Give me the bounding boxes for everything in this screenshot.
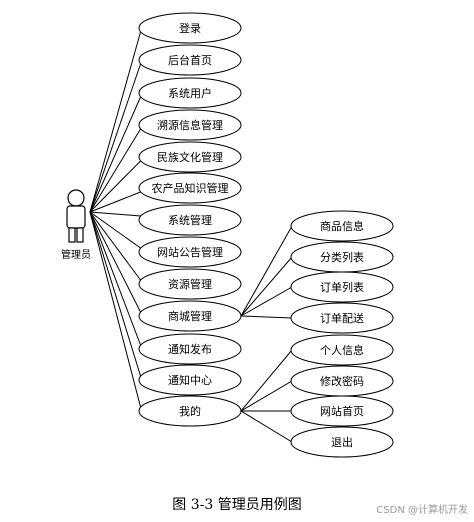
use-case-label: 网站公告管理 [157, 245, 223, 259]
use-case-agri-knowledge: 农产品知识管理 [138, 172, 242, 204]
use-case-personal-info: 个人信息 [290, 334, 394, 366]
use-case-logout: 退出 [290, 426, 394, 458]
use-case-label: 民族文化管理 [157, 150, 223, 164]
use-case-order-list: 订单列表 [290, 271, 394, 303]
association-line [89, 211, 141, 281]
use-case-notice-center: 通知中心 [138, 364, 242, 396]
use-case-system-users: 系统用户 [138, 77, 242, 109]
association-line [89, 160, 141, 213]
use-case-label: 农产品知识管理 [152, 181, 229, 195]
use-case-ellipse [138, 300, 242, 332]
use-case-ellipse [138, 364, 242, 396]
use-case-label: 网站首页 [320, 404, 364, 418]
association-line [89, 191, 141, 213]
use-case-login: 登录 [138, 12, 242, 44]
use-case-label: 资源管理 [168, 277, 212, 291]
use-case-system-management: 系统管理 [138, 204, 242, 236]
use-case-site-home: 网站首页 [290, 395, 394, 427]
association-line [89, 211, 141, 313]
watermark: CSDN @计算机开发 [376, 505, 468, 516]
use-case-ellipse [138, 395, 242, 427]
use-case-resources: 资源管理 [138, 268, 242, 300]
use-case-ellipse [290, 271, 394, 303]
use-case-label: 商城管理 [168, 309, 212, 323]
use-case-ellipse [138, 141, 242, 173]
use-case-label: 修改密码 [320, 374, 364, 388]
use-case-label: 分类列表 [320, 250, 364, 264]
association-line [89, 211, 142, 408]
use-case-label: 我的 [179, 404, 201, 418]
actor-body [66, 205, 86, 229]
include-line [240, 410, 293, 443]
association-line [89, 63, 142, 213]
include-line [240, 380, 293, 412]
use-case-ellipse [290, 302, 394, 334]
use-case-ellipse [290, 426, 394, 458]
use-case-ellipse [290, 334, 394, 366]
actor-left-leg [68, 227, 76, 243]
association-line [89, 211, 142, 377]
use-case-ellipse [138, 268, 242, 300]
use-case-ellipse [138, 333, 242, 365]
use-case-label: 系统用户 [168, 86, 212, 100]
use-case-change-password: 修改密码 [290, 365, 394, 397]
association-line [89, 211, 141, 217]
include-line [240, 256, 293, 317]
association-line [89, 128, 141, 213]
use-case-label: 后台首页 [168, 53, 212, 67]
use-case-ellipse [290, 395, 394, 427]
use-case-ellipse [138, 77, 242, 109]
association-line [89, 211, 141, 249]
use-case-label: 通知发布 [168, 342, 212, 356]
association-lines [89, 31, 293, 443]
use-case-label: 订单列表 [320, 280, 364, 294]
use-case-notice-publish: 通知发布 [138, 333, 242, 365]
use-case-label: 订单配送 [320, 311, 364, 325]
use-case-product-info: 商品信息 [290, 210, 394, 242]
use-case-order-delivery: 订单配送 [290, 302, 394, 334]
use-case-mine: 我的 [138, 395, 242, 427]
use-case-ethnic-culture: 民族文化管理 [138, 141, 242, 173]
use-case-traceability: 溯源信息管理 [138, 109, 242, 141]
use-case-ellipse [138, 12, 242, 44]
include-line [240, 349, 293, 412]
use-case-site-announcement: 网站公告管理 [138, 236, 242, 268]
association-line [89, 31, 142, 213]
use-case-ellipse [138, 236, 242, 268]
use-case-ellipse [138, 172, 242, 204]
use-cases: 登录后台首页系统用户溯源信息管理民族文化管理农产品知识管理系统管理网站公告管理资… [138, 12, 394, 458]
use-case-label: 个人信息 [320, 343, 364, 357]
include-line [240, 286, 293, 317]
use-case-label: 系统管理 [168, 213, 212, 227]
association-line [89, 96, 141, 213]
include-line [240, 315, 293, 319]
actor-admin: 管理员 [61, 189, 91, 261]
actor-right-leg [76, 227, 84, 243]
use-case-backend-home: 后台首页 [138, 44, 242, 76]
figure-caption: 图 3-3 管理员用例图 [172, 497, 302, 513]
use-case-label: 退出 [331, 435, 353, 449]
actor-label: 管理员 [61, 248, 91, 261]
use-case-label: 溯源信息管理 [157, 118, 223, 132]
use-case-ellipse [290, 210, 394, 242]
include-line [240, 225, 293, 317]
use-case-label: 商品信息 [320, 219, 364, 233]
use-case-ellipse [138, 109, 242, 141]
use-case-category-list: 分类列表 [290, 241, 394, 273]
use-case-ellipse [138, 204, 242, 236]
actor-head [67, 189, 85, 207]
use-case-mall: 商城管理 [138, 300, 242, 332]
use-case-label: 通知中心 [168, 373, 212, 387]
use-case-label: 登录 [179, 21, 201, 35]
association-line [89, 211, 141, 346]
use-case-ellipse [138, 44, 242, 76]
